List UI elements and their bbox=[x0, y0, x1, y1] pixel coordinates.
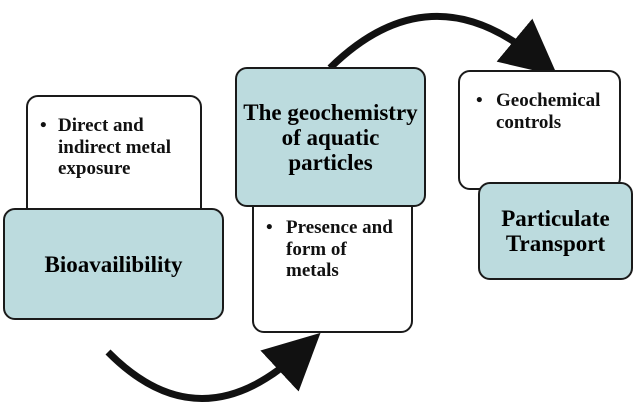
stage3-bullet-text: Geochemical controls bbox=[496, 90, 601, 133]
arrow-bottom-curve bbox=[105, 332, 321, 402]
bullet-marker: • bbox=[266, 217, 273, 238]
stage1-title: Bioavailibility bbox=[44, 251, 183, 277]
bullet-marker: • bbox=[476, 90, 483, 111]
stage1-bullet-box: • Direct and indirect metal exposure bbox=[26, 95, 202, 230]
stage2-title: The geochemistry of aquatic particles bbox=[243, 99, 418, 175]
stage1-title-box: Bioavailibility bbox=[3, 208, 224, 320]
stage2-bullet-text: Presence and form of metals bbox=[286, 217, 393, 281]
bullet-marker: • bbox=[40, 115, 47, 136]
stage1-bullet-text: Direct and indirect metal exposure bbox=[58, 115, 172, 179]
arrow-top-curve bbox=[327, 13, 558, 76]
stage2-title-box: The geochemistry of aquatic particles bbox=[235, 67, 426, 207]
stage3-title-box: Particulate Transport bbox=[478, 182, 633, 280]
stage3-bullet-box: • Geochemical controls bbox=[458, 70, 621, 190]
stage2-bullet-box: • Presence and form of metals bbox=[252, 195, 413, 333]
stage3-title: Particulate Transport bbox=[501, 206, 610, 256]
